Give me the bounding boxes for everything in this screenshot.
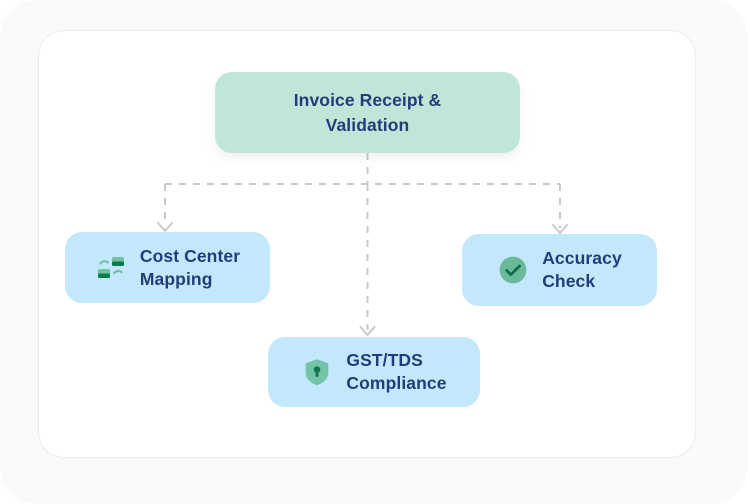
node-root-label: Invoice Receipt & Validation [293,89,442,135]
check-circle-icon [497,254,529,286]
node-cost-center-mapping[interactable]: Cost Center Mapping [65,232,270,303]
node-cost-center-label: Cost Center Mapping [139,245,241,289]
node-gst-tds-compliance[interactable]: GST/TDS Compliance [268,337,480,407]
node-accuracy-inner: Accuracy Check [497,247,622,293]
node-gst-inner: GST/TDS Compliance [301,349,446,395]
node-cost-center-inner: Cost Center Mapping [95,245,240,291]
node-accuracy-label: Accuracy Check [542,248,622,291]
node-invoice-receipt-validation[interactable]: Invoice Receipt & Validation [215,72,520,153]
shield-keyhole-icon [301,356,333,388]
swap-exchange-icon [95,252,127,284]
node-accuracy-check[interactable]: Accuracy Check [462,234,657,306]
node-root-inner: Invoice Receipt & Validation [294,88,442,138]
node-gst-label: GST/TDS Compliance [346,350,447,393]
